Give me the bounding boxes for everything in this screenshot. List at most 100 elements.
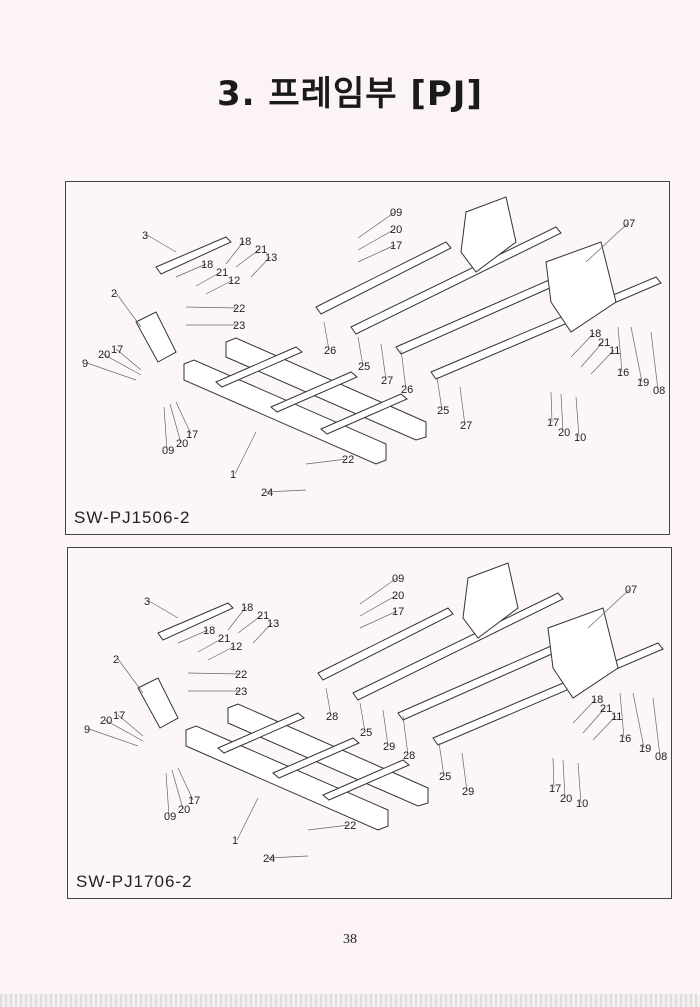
leader-line bbox=[552, 757, 555, 789]
part-number-label: 9 bbox=[84, 724, 90, 736]
part-number-label: 27 bbox=[460, 420, 472, 432]
part-number-label: 29 bbox=[383, 741, 395, 753]
side-plate bbox=[547, 607, 619, 699]
leader-line bbox=[175, 263, 207, 278]
part-number-label: 22 bbox=[344, 820, 356, 832]
part-number-label: 21 bbox=[257, 610, 269, 622]
rail-arm bbox=[315, 241, 452, 315]
part-number-label: 16 bbox=[617, 367, 629, 379]
part-number-label: 20 bbox=[176, 438, 188, 450]
leader-line bbox=[562, 759, 566, 799]
leader-line bbox=[250, 256, 271, 278]
leader-line bbox=[195, 271, 222, 287]
leader-line bbox=[590, 349, 615, 375]
part-number-label: 25 bbox=[358, 361, 370, 373]
leader-line bbox=[252, 622, 273, 644]
leader-line bbox=[146, 234, 177, 253]
part-number-label: 21 bbox=[598, 337, 610, 349]
part-number-label: 13 bbox=[265, 252, 277, 264]
part-number-label: 3 bbox=[144, 596, 150, 608]
crossbar bbox=[215, 346, 303, 388]
part-number-label: 20 bbox=[390, 224, 402, 236]
leader-line bbox=[359, 577, 398, 605]
frame-main bbox=[185, 725, 389, 831]
leader-line bbox=[104, 719, 144, 742]
leader-line bbox=[115, 292, 142, 328]
part-number-label: 12 bbox=[228, 275, 240, 287]
part-number-label: 20 bbox=[100, 715, 112, 727]
leader-line bbox=[650, 331, 659, 391]
leader-line bbox=[570, 332, 595, 358]
bracket bbox=[135, 311, 177, 363]
part-number-label: 26 bbox=[324, 345, 336, 357]
part-number-label: 11 bbox=[609, 345, 620, 357]
part-number-label: 18 bbox=[591, 694, 603, 706]
part-number-label: 17 bbox=[549, 783, 561, 795]
leader-line bbox=[572, 698, 597, 724]
part-number-label: 09 bbox=[162, 445, 174, 457]
leader-line bbox=[117, 658, 144, 694]
part-number-label: 17 bbox=[113, 710, 125, 722]
part-number-label: 08 bbox=[655, 751, 667, 763]
leader-line bbox=[577, 762, 582, 804]
rail-arm bbox=[430, 276, 662, 380]
leader-line bbox=[175, 401, 192, 435]
part-number-label: 26 bbox=[401, 384, 413, 396]
part-number-label: 20 bbox=[558, 427, 570, 439]
part-number-label: 18 bbox=[589, 328, 601, 340]
frame-main bbox=[183, 359, 387, 465]
leader-line bbox=[592, 715, 617, 741]
leader-line bbox=[652, 697, 661, 757]
leader-line bbox=[357, 336, 364, 367]
rail-arm bbox=[397, 642, 564, 721]
leader-line bbox=[550, 391, 553, 423]
leader-line bbox=[461, 752, 468, 792]
leader-line bbox=[359, 610, 398, 629]
part-number-label: 11 bbox=[611, 711, 622, 723]
part-number-label: 20 bbox=[392, 590, 404, 602]
leader-line bbox=[325, 687, 332, 717]
leader-line bbox=[234, 431, 257, 475]
leader-line bbox=[402, 715, 409, 756]
part-number-label: 18 bbox=[239, 236, 251, 248]
part-number-label: 09 bbox=[392, 573, 404, 585]
crossbar bbox=[270, 371, 358, 413]
part-number-label: 18 bbox=[241, 602, 253, 614]
leader-line bbox=[171, 769, 184, 810]
crossbar bbox=[322, 759, 410, 801]
leader-line bbox=[86, 362, 137, 381]
leader-line bbox=[88, 728, 139, 747]
leader-line bbox=[619, 692, 625, 739]
part-number-label: 24 bbox=[261, 487, 273, 499]
leader-line bbox=[560, 393, 564, 433]
top-link bbox=[155, 236, 232, 275]
part-number-label: 21 bbox=[218, 633, 230, 645]
part-number-label: 22 bbox=[342, 454, 354, 466]
side-plate bbox=[462, 562, 519, 639]
part-number-label: 25 bbox=[439, 771, 451, 783]
leader-line bbox=[323, 321, 330, 351]
side-plate bbox=[460, 196, 517, 273]
leader-line bbox=[357, 228, 396, 251]
leader-line bbox=[236, 797, 259, 841]
part-number-label: 1 bbox=[232, 835, 238, 847]
part-number-label: 17 bbox=[392, 606, 404, 618]
part-number-label: 08 bbox=[653, 385, 665, 397]
page-title: 3. 프레임부 [PJ] bbox=[216, 74, 483, 114]
part-number-label: 19 bbox=[639, 743, 651, 755]
part-number-label: 17 bbox=[390, 240, 402, 252]
leader-line bbox=[169, 403, 182, 444]
part-number-label: 28 bbox=[403, 750, 415, 762]
leader-line bbox=[205, 279, 234, 295]
leader-line bbox=[359, 702, 366, 733]
part-number-label: 3 bbox=[142, 230, 148, 242]
leader-line bbox=[207, 645, 236, 661]
leader-line bbox=[117, 714, 144, 737]
leader-line bbox=[305, 458, 348, 465]
part-number-label: 07 bbox=[625, 584, 637, 596]
leader-line bbox=[459, 386, 466, 426]
part-number-label: 9 bbox=[82, 358, 88, 370]
leader-line bbox=[185, 306, 239, 309]
